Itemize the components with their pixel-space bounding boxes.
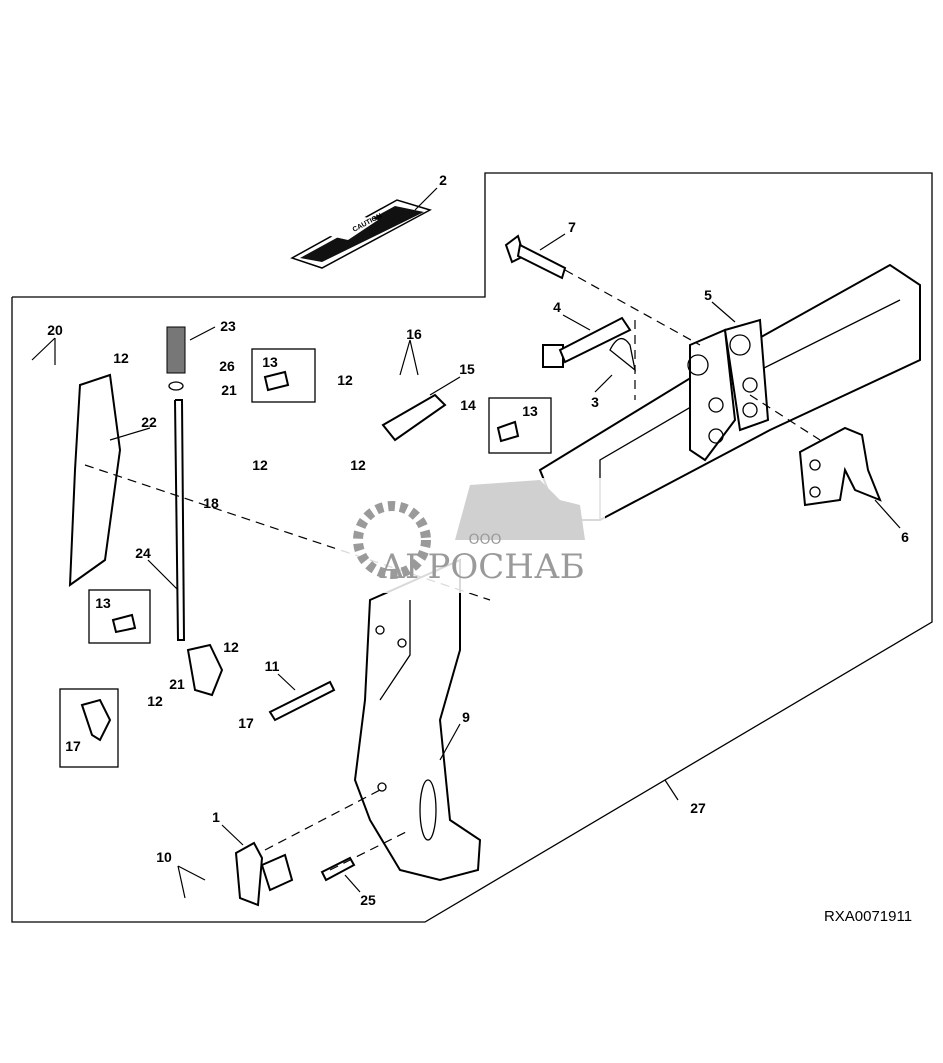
callout-5: 5 [704,287,712,303]
callout-12-c: 12 [252,457,268,473]
callout-3: 3 [591,394,599,410]
callout-4: 4 [553,299,561,315]
detail-box-13-right [488,397,552,454]
bolt-in-boxes [80,370,520,742]
alignment-lines [84,269,821,871]
rod-part-24 [174,399,186,641]
latch-part-17 [186,643,224,697]
callout-1: 1 [212,809,220,825]
callout-17-b: 17 [65,738,81,754]
assembly-frame [11,172,933,923]
callout-11: 11 [265,658,280,674]
callout-6: 6 [901,529,909,545]
callout-16: 16 [406,326,422,342]
callout-17-a: 17 [238,715,254,731]
callout-14: 14 [460,397,476,413]
gear-logo-icon [353,501,431,579]
detail-box-17 [59,688,119,768]
spring-part-23 [166,326,186,391]
callout-12-a: 12 [337,372,353,388]
detail-box-13-left [88,589,151,644]
shield-part-22 [68,373,122,588]
callout-9: 9 [462,709,470,725]
detail-box-13-top [251,348,316,403]
callout-22: 22 [141,414,157,430]
caution-decal: CAUTION [290,199,432,269]
callout-13-left: 13 [95,595,111,611]
callout-15: 15 [459,361,475,377]
callout-13-top: 13 [262,354,278,370]
callout-12-e: 12 [223,639,239,655]
bracket-part-15 [381,393,447,442]
bolt-part-7 [504,234,567,280]
callout-7: 7 [568,219,576,235]
callout-20: 20 [47,322,63,338]
callout-2: 2 [439,172,447,188]
callout-26: 26 [219,358,235,374]
callout-13-right: 13 [522,403,538,419]
callout-25: 25 [360,892,376,908]
pin-part-4 [542,316,636,372]
leader-lines [31,187,901,899]
callout-18: 18 [203,495,219,511]
watermark-name: АГРОСНАБ [379,547,584,587]
watermark: ООО АГРОСНАБ [335,478,605,593]
callout-23: 23 [220,318,236,334]
callout-10: 10 [156,849,172,865]
pin-part-25 [320,856,356,882]
callout-21-a: 21 [221,382,237,398]
callout-12-f: 12 [147,693,163,709]
bolt-part-11 [268,680,336,722]
hitch-hook-part [798,426,882,507]
vertical-leg-part [353,558,482,882]
callout-21-b: 21 [169,676,185,692]
callout-27: 27 [690,800,706,816]
bracket-part-1 [234,841,294,907]
callout-labels: 2 7 5 4 16 15 12 3 14 13 13 23 26 12 21 … [47,172,912,925]
callout-24: 24 [135,545,151,561]
drawbar-frame-part [538,263,921,521]
reference-code: RXA0071911 [824,908,912,925]
callout-12-b: 12 [113,350,129,366]
watermark-prefix: ООО [468,532,501,548]
callout-12-d: 12 [350,457,366,473]
